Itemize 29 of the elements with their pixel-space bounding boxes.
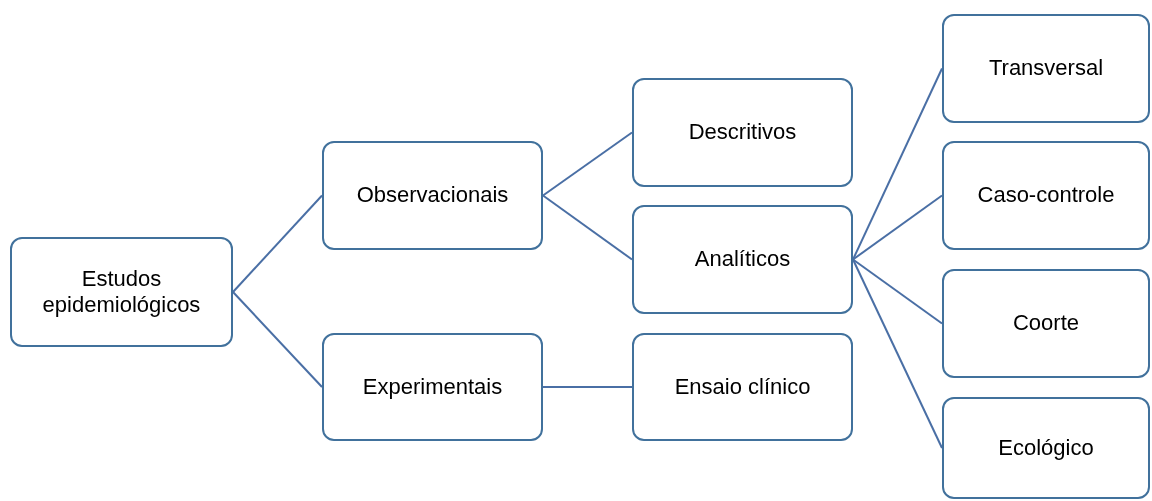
box-label: Analíticos: [694, 246, 791, 273]
box-label: Caso-controle: [977, 182, 1115, 209]
connector-line: [542, 131, 633, 197]
box-label: Ensaio clínico: [674, 373, 811, 401]
box-label: Experimentais: [362, 373, 503, 401]
connector-line: [542, 386, 633, 388]
process-box: [632, 205, 853, 314]
box-label: Transversal: [988, 55, 1104, 82]
box-label: Observacionais: [356, 182, 509, 209]
box-label: Ecológico: [998, 434, 1094, 462]
connector-line: [852, 67, 943, 261]
process-box: [322, 141, 543, 250]
process-box: [632, 333, 853, 441]
box-label: Estudos epidemiológicos: [41, 265, 202, 319]
process-box: [322, 333, 543, 441]
connector-line: [232, 194, 323, 293]
process-box: [942, 14, 1150, 123]
box-label: Coorte: [1012, 310, 1079, 337]
connector-line: [852, 258, 943, 449]
connector-line: [232, 291, 323, 388]
connector-line: [542, 194, 633, 261]
box-label: Descritivos: [688, 119, 797, 146]
connector-line: [852, 194, 943, 261]
process-box: [942, 141, 1150, 250]
process-box: [632, 78, 853, 187]
process-box: [942, 269, 1150, 378]
connector-line: [852, 258, 943, 325]
process-box: [10, 237, 233, 347]
process-box: [942, 397, 1150, 499]
